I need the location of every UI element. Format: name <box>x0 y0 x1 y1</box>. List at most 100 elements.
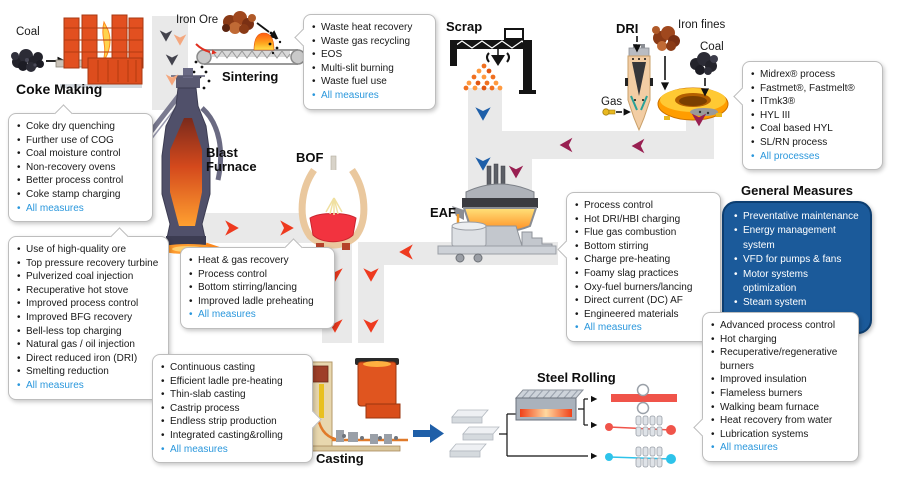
sintering-label: Sintering <box>222 69 279 84</box>
reheating-furnace-image <box>514 389 585 421</box>
gas-valve-icon <box>602 108 616 116</box>
measure-item: Direct current (DC) AF <box>575 294 715 308</box>
measure-item: Coal based HYL <box>751 122 877 136</box>
dri-feed-arrows <box>633 36 709 96</box>
gas-label: Gas <box>601 96 623 108</box>
dri-shaft-furnace-image <box>625 44 653 132</box>
bof-label: BOF <box>296 150 324 165</box>
measure-item: HYL III <box>751 109 877 123</box>
scrap-pile-icon <box>463 63 503 91</box>
measure-item: Fastmet®, Fastmelt® <box>751 82 877 96</box>
measure-item: Use of high-quality ore <box>17 243 163 257</box>
rotary-kiln-image <box>657 87 729 121</box>
measure-item: Lubrication systems <box>711 428 853 442</box>
measure-item: Energy management system <box>734 224 862 253</box>
blast-furnace-callout: Use of high-quality ore Top pressure rec… <box>8 227 169 400</box>
eaf-label: EAF <box>430 205 456 220</box>
measure-item: Improved insulation <box>711 373 853 387</box>
measure-item: Preventative maintenance <box>734 210 862 225</box>
measure-item: Flue gas combustion <box>575 226 715 240</box>
measure-item: Top pressure recovery turbine <box>17 257 163 271</box>
measure-item: Non-recovery ovens <box>17 161 147 175</box>
measure-item: Coal moisture control <box>17 147 147 161</box>
sintering-callout: Waste heat recovery Waste gas recycling … <box>294 14 436 110</box>
coal-to-coke-arrow <box>46 57 66 65</box>
measure-item: Natural gas / oil injection <box>17 338 163 352</box>
measure-item: Engineered materials <box>575 308 715 322</box>
cold-rolling-line-icon <box>605 446 676 468</box>
hot-strip-mill-icon <box>611 383 677 415</box>
ore-to-sinter-arrow <box>256 22 281 42</box>
measure-item: Further use of COG <box>17 134 147 148</box>
bof-all-measures-link[interactable]: All measures <box>189 308 329 322</box>
hot-rolling-line-icon <box>605 415 676 437</box>
iron-ore-pile-icon <box>222 11 256 34</box>
slab-icons <box>449 409 500 458</box>
scrap-label: Scrap <box>446 19 483 34</box>
blast-furnace-all-measures-link[interactable]: All measures <box>17 379 163 393</box>
iron-fines-label: Iron fines <box>678 19 726 31</box>
measure-item: Direct reduced iron (DRI) <box>17 352 163 366</box>
rolling-connectors <box>499 398 588 457</box>
measure-item: Heat & gas recovery <box>189 254 329 268</box>
measure-item: Walking beam furnace <box>711 401 853 415</box>
casting-output-arrow <box>413 424 444 443</box>
measure-item: SL/RN process <box>751 136 877 150</box>
measure-item: Coke stamp charging <box>17 188 147 202</box>
measure-item: Heat recovery from water <box>711 414 853 428</box>
measure-item: Smelting reduction <box>17 365 163 379</box>
coal-pile-icon <box>11 49 44 72</box>
measure-item: Flameless burners <box>711 387 853 401</box>
measure-item: Bottom stirring <box>575 240 715 254</box>
general-measures-title: General Measures <box>740 183 853 198</box>
measure-item: Waste fuel use <box>312 75 430 89</box>
sintering-all-measures-link[interactable]: All measures <box>312 89 430 103</box>
measure-item: Hot charging <box>711 333 853 347</box>
measure-item: Efficient ladle pre-heating <box>161 375 307 389</box>
casting-all-measures-link[interactable]: All measures <box>161 443 307 457</box>
blast-furnace-label: Blast Furnace <box>206 145 257 175</box>
dri-coal-label: Coal <box>700 41 724 53</box>
measure-item: Process control <box>189 268 329 282</box>
coke-all-measures-link[interactable]: All measures <box>17 202 147 216</box>
eaf-all-measures-link[interactable]: All measures <box>575 321 715 335</box>
scrap-crane-image <box>450 28 536 94</box>
iron-ore-label: Iron Ore <box>176 14 219 26</box>
measure-item: Waste heat recovery <box>312 21 430 35</box>
measure-item: Hot DRI/HBI charging <box>575 213 715 227</box>
measure-item: Recuperative/regenerative burners <box>711 346 853 373</box>
measure-item: Better process control <box>17 174 147 188</box>
measure-item: Charge pre-heating <box>575 253 715 267</box>
measure-item: Continuous casting <box>161 361 307 375</box>
measure-item: Foamy slag practices <box>575 267 715 281</box>
measure-item: Improved ladle preheating <box>189 295 329 309</box>
bof-callout: Heat & gas recovery Process control Bott… <box>180 238 335 329</box>
measure-item: Thin-slab casting <box>161 388 307 402</box>
rolling-all-measures-link[interactable]: All measures <box>711 441 853 455</box>
dri-all-processes-link[interactable]: All processes <box>751 150 877 164</box>
measure-item: VFD for pumps & fans <box>734 253 862 268</box>
casting-callout: Continuous casting Efficient ladle pre-h… <box>152 354 322 464</box>
rolling-connector-arrowheads <box>591 395 598 460</box>
dri-callout: Midrex® process Fastmet®, Fastmelt® ITmk… <box>733 61 883 171</box>
dri-coal-pile-icon <box>690 52 718 75</box>
measure-item: Motor systems optimization <box>734 268 862 297</box>
measure-item: Process control <box>575 199 715 213</box>
eaf-image <box>437 163 557 263</box>
measure-item: Improved process control <box>17 297 163 311</box>
measure-item: Advanced process control <box>711 319 853 333</box>
measure-item: ITmk3® <box>751 95 877 109</box>
measure-item: Endless strip production <box>161 415 307 429</box>
measure-item: Waste gas recycling <box>312 35 430 49</box>
measure-item: Pulverized coal injection <box>17 270 163 284</box>
steel-rolling-callout: Advanced process control Hot charging Re… <box>693 312 859 462</box>
measure-item: Multi-slit burning <box>312 62 430 76</box>
sintering-machine-image <box>191 31 306 92</box>
measure-item: Bell-less top charging <box>17 325 163 339</box>
steel-rolling-label: Steel Rolling <box>537 370 616 385</box>
coke-making-label: Coke Making <box>16 81 103 97</box>
measure-item: Recuperative hot stove <box>17 284 163 298</box>
measure-item: Castrip process <box>161 402 307 416</box>
eaf-callout: Process control Hot DRI/HBI charging Flu… <box>557 192 721 342</box>
